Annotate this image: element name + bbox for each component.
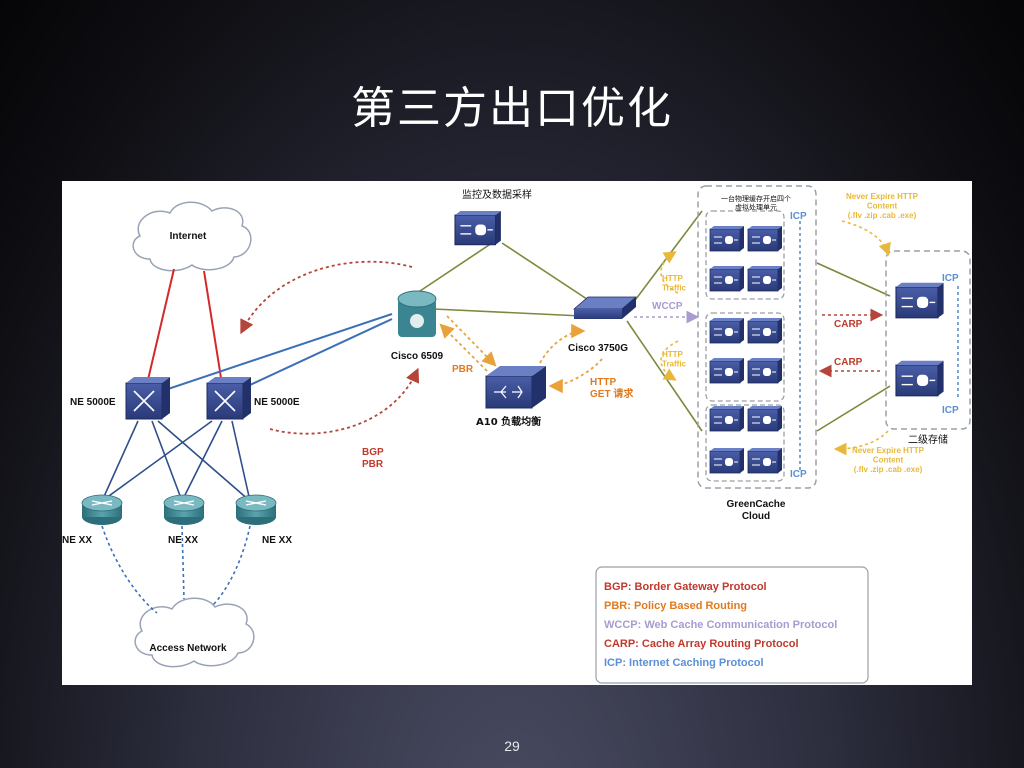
- monitor-server: 监控及数据采样: [454, 188, 532, 246]
- nexx-label-2: NE XX: [168, 535, 198, 546]
- a10-load-balancer: A10 负载均衡: [476, 366, 546, 428]
- network-diagram: Internet Access Network NE 5000E: [62, 181, 972, 685]
- cisco3750g-label: Cisco 3750G: [568, 343, 628, 354]
- a10-label: A10 负载均衡: [476, 415, 541, 428]
- ne5000e-left-switch: NE 5000E: [70, 377, 170, 420]
- icp-label-2: ICP: [790, 469, 807, 480]
- icp-label-3: ICP: [942, 273, 959, 284]
- access-network-cloud: Access Network: [134, 597, 255, 668]
- carp-label-2: CARP: [834, 357, 863, 368]
- cisco6509-router: Cisco 6509: [391, 290, 444, 362]
- monitor-label: 监控及数据采样: [462, 188, 532, 201]
- slide-title: 第三方出口优化: [351, 83, 673, 134]
- page-number: 29: [504, 738, 520, 754]
- icp-label-1: ICP: [790, 211, 807, 222]
- nexx-label-1: NE XX: [62, 535, 92, 546]
- nexx-label-3: NE XX: [262, 535, 292, 546]
- legend-item-carp: CARP: Cache Array Routing Protocol: [604, 638, 799, 650]
- access-network-label: Access Network: [149, 643, 227, 654]
- legend-item-wccp: WCCP: Web Cache Communication Protocol: [604, 619, 837, 631]
- icp-label-4: ICP: [942, 405, 959, 416]
- nexx-router-2: NE XX: [163, 494, 205, 546]
- ne5000e-left-label: NE 5000E: [70, 397, 116, 408]
- carp-label-1: CARP: [834, 319, 863, 330]
- secondary-storage-label: 二级存储: [908, 433, 948, 446]
- cisco3750g-switch: Cisco 3750G: [568, 296, 638, 354]
- nexx-router-1: NE XX: [62, 494, 123, 546]
- internet-label: Internet: [170, 231, 207, 242]
- wccp-label: WCCP: [652, 301, 683, 312]
- pbr-label: PBR: [452, 364, 474, 375]
- cisco6509-label: Cisco 6509: [391, 351, 444, 362]
- cluster-note: 一台物理缓存开启四个虚拟处理单元: [721, 194, 791, 211]
- legend-item-bgp: BGP: Border Gateway Protocol: [604, 581, 767, 593]
- ne5000e-right-switch: NE 5000E: [206, 377, 300, 420]
- legend: BGP: Border Gateway Protocol PBR: Policy…: [595, 566, 869, 684]
- ne5000e-right-label: NE 5000E: [254, 397, 300, 408]
- legend-item-pbr: PBR: Policy Based Routing: [604, 600, 747, 612]
- secondary-storage: ICP ICP 二级存储: [885, 250, 971, 446]
- legend-item-icp: ICP: Internet Caching Protocol: [604, 657, 764, 669]
- nexx-router-3: NE XX: [235, 494, 292, 546]
- internet-cloud: Internet: [132, 201, 252, 272]
